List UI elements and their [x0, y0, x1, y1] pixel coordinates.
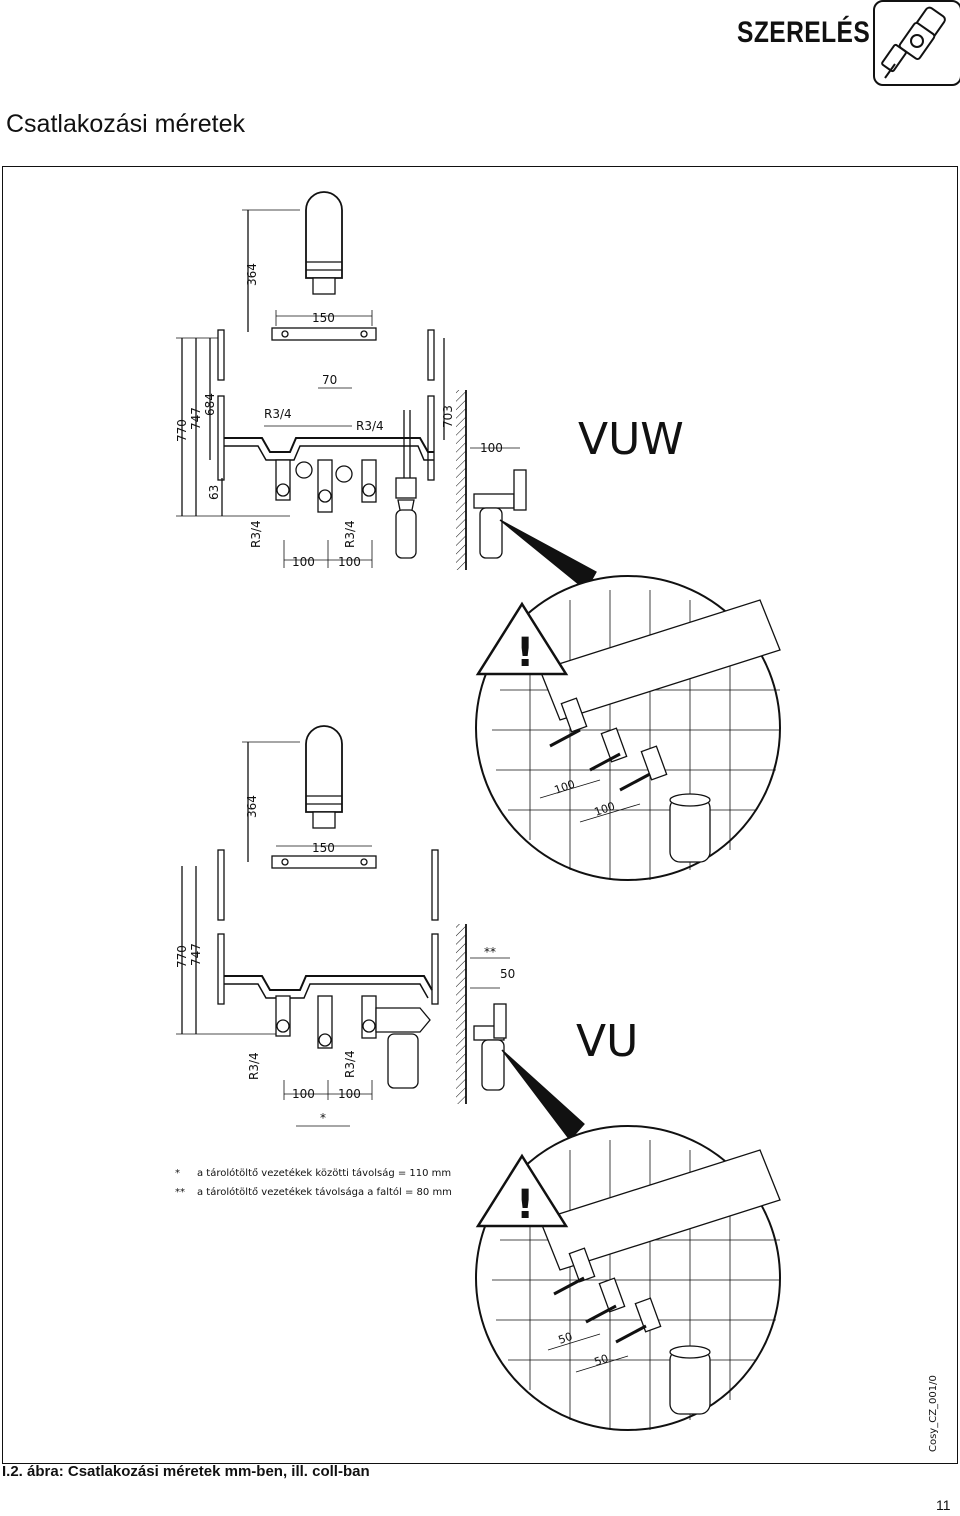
vu-dim-747: 747 — [189, 943, 203, 966]
vuw-dim-150: 150 — [312, 311, 335, 325]
figure-caption: I.2. ábra: Csatlakozási méretek mm-ben, … — [2, 1463, 370, 1480]
vuw-dim-100-b: 100 — [338, 555, 361, 569]
vuw-dim-100-wall: 100 — [480, 441, 503, 455]
vu-dim-364: 364 — [245, 795, 259, 818]
vu-warning-icon: ! — [516, 1182, 534, 1228]
vu-r34-a: R3/4 — [247, 1052, 261, 1080]
vuw-dim-63: 63 — [207, 485, 221, 500]
vuw-r34-c: R3/4 — [249, 520, 263, 548]
vuw-dim-70: 70 — [322, 373, 337, 387]
vu-detail-label-b: 50 — [593, 1352, 611, 1369]
vuw-dim-770: 770 — [175, 419, 189, 442]
vuw-r34-b: R3/4 — [356, 419, 384, 433]
pipe-fitting-icon — [873, 0, 960, 86]
note-2-marker: ** — [175, 1187, 185, 1198]
vuw-dim-747: 747 — [189, 407, 203, 430]
note-2: ** a tárolótöltő vezetékek távolsága a fa… — [175, 1187, 452, 1198]
vu-detail-label-a: 50 — [557, 1330, 575, 1347]
vuw-dim-364: 364 — [245, 263, 259, 286]
vu-dim-770: 770 — [175, 945, 189, 968]
vuw-r34-d: R3/4 — [343, 520, 357, 548]
vu-model-label: VU — [576, 1016, 638, 1067]
note-2-text: a tárolótöltő vezetékek távolsága a falt… — [197, 1187, 452, 1198]
vu-dim-double-star: ** — [484, 945, 496, 959]
vuw-dim-703: 703 — [441, 405, 455, 428]
vu-dim-star: * — [320, 1111, 326, 1125]
note-1-marker: * — [175, 1168, 180, 1179]
vu-r34-b: R3/4 — [343, 1050, 357, 1078]
vu-dim-100-b: 100 — [338, 1087, 361, 1101]
note-1: * a tárolótöltő vezetékek közötti távolsá… — [175, 1168, 451, 1179]
note-1-text: a tárolótöltő vezetékek közötti távolság… — [197, 1168, 452, 1179]
page-heading: Csatlakozási méretek — [6, 110, 245, 138]
vu-dim-100-a: 100 — [292, 1087, 315, 1101]
section-title: SZERELÉS — [737, 16, 871, 49]
figure-frame — [2, 166, 958, 1464]
vuw-model-label: VUW — [578, 414, 684, 465]
page-number: 11 — [936, 1497, 951, 1513]
reference-code: Cosy_CZ_001/0 — [928, 1375, 939, 1452]
vuw-warning-icon: ! — [516, 630, 534, 676]
vuw-r34-a: R3/4 — [264, 407, 292, 421]
vuw-dim-100-a: 100 — [292, 555, 315, 569]
vu-dim-150: 150 — [312, 841, 335, 855]
vuw-dim-684: 684 — [203, 393, 217, 416]
vu-dim-50-wall: 50 — [500, 967, 515, 981]
